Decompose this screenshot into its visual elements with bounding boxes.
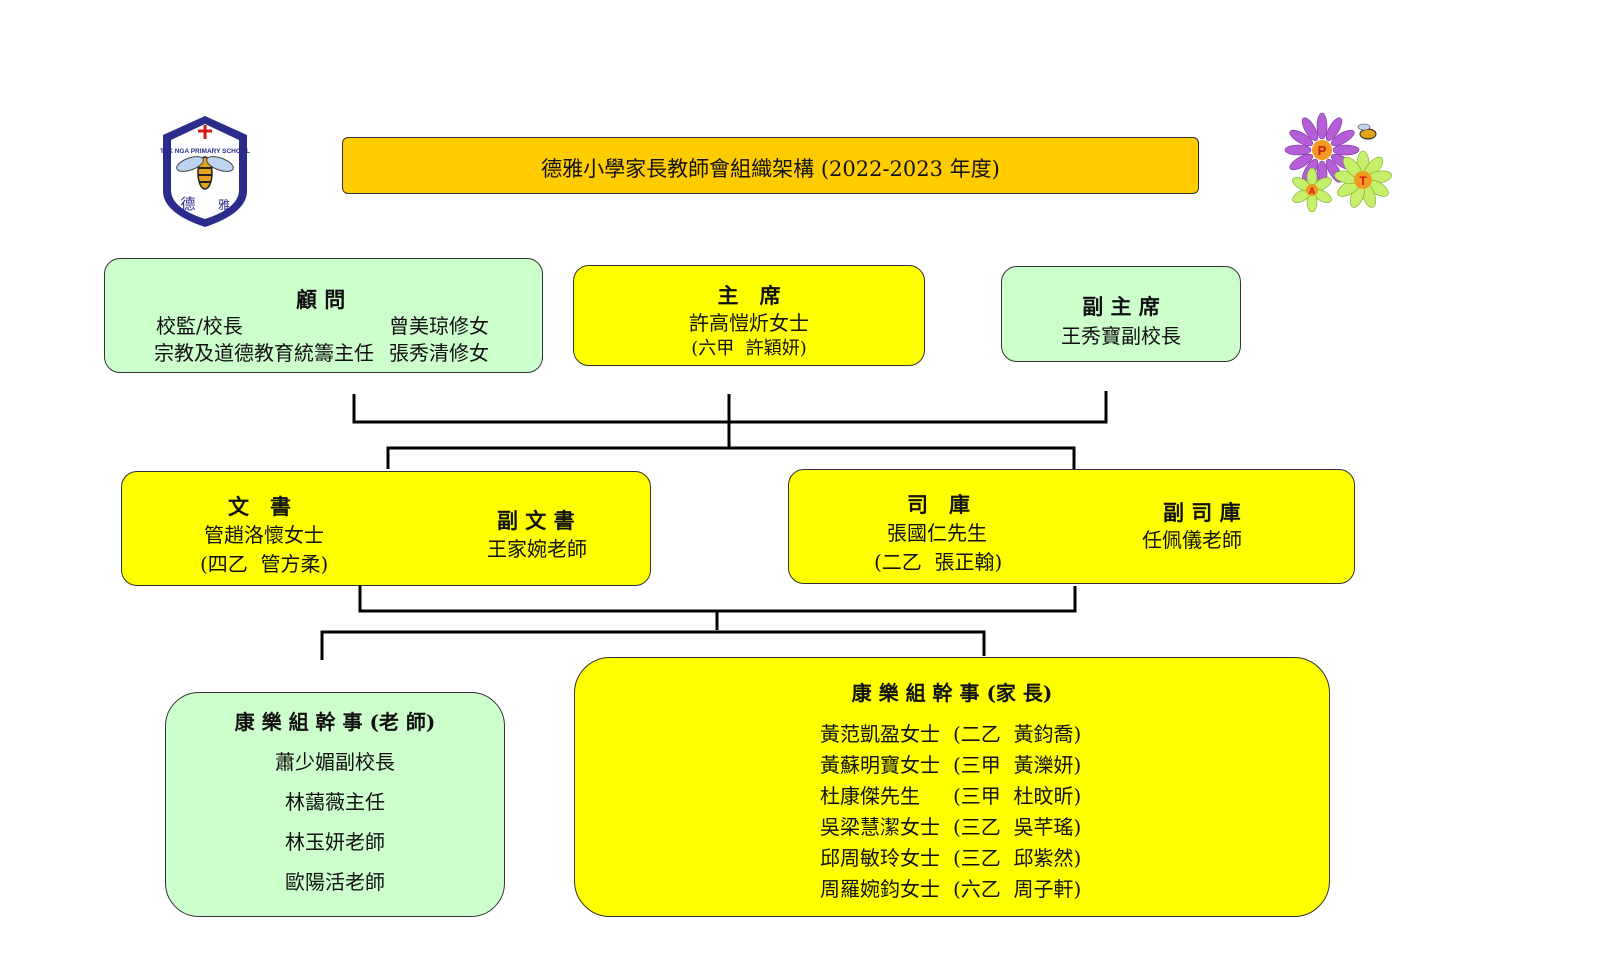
- logo-letter-t: T: [1359, 174, 1367, 188]
- logo-letter-p: P: [1318, 143, 1327, 158]
- parent-4-name: 吳梁慧潔女士: [820, 815, 940, 839]
- advisor-row2-name: 張秀清修女: [389, 341, 489, 365]
- chair-name: 許高愷炘女士: [689, 311, 809, 335]
- recreation-teacher-4: 歐陽活老師: [285, 870, 385, 894]
- recreation-teachers-heading: 康 樂 組 幹 事 (老 師): [234, 710, 436, 734]
- advisor-row1-name: 曾美琼修女: [389, 314, 489, 338]
- parent-5-name: 邱周敏玲女士: [820, 846, 940, 870]
- advisor-heading: 顧 問: [296, 287, 346, 312]
- parent-4-child: (三乙 吳芊瑤): [953, 815, 1082, 839]
- vice-chair-heading: 副 主 席: [1082, 294, 1160, 319]
- parent-6-child: (六乙 周子軒): [953, 877, 1082, 901]
- treasurer-box: [788, 469, 1355, 584]
- recreation-teachers-box: [165, 692, 505, 917]
- advisor-row2-role: 宗教及道德教育統籌主任: [154, 341, 374, 365]
- chair-child: (六甲 許穎妍): [691, 338, 807, 359]
- chair-box: [573, 265, 925, 366]
- recreation-teacher-3: 林玉妍老師: [285, 830, 385, 854]
- secretary-heading: 文 書: [228, 494, 291, 519]
- vice-treasurer-name: 任佩儀老師: [1142, 528, 1242, 552]
- treasurer-name: 張國仁先生: [887, 521, 987, 545]
- parent-2-name: 黃蘇明寶女士: [820, 753, 940, 777]
- parent-1-name: 黃范凱盈女士: [820, 722, 940, 746]
- secretary-box: [121, 471, 651, 586]
- school-logo-icon: TAK NGA PRIMARY SCHOOL 德 雅: [160, 116, 250, 227]
- recreation-parents-box: [574, 657, 1330, 917]
- vice-chair-box: [1001, 266, 1241, 362]
- parent-3-name: 杜康傑先生: [820, 784, 920, 808]
- parent-3-child: (三甲 杜旼昕): [953, 784, 1082, 808]
- recreation-teacher-1: 蕭少媚副校長: [275, 750, 395, 774]
- recreation-parents-heading: 康 樂 組 幹 事 (家 長): [851, 681, 1053, 705]
- vice-chair-name: 王秀寶副校長: [1061, 324, 1181, 348]
- vice-secretary-heading: 副 文 書: [497, 508, 575, 533]
- pta-flower-logo-icon: P T A: [1284, 112, 1392, 213]
- chair-heading: 主 席: [717, 283, 781, 308]
- advisor-box: [104, 258, 543, 373]
- treasurer-child: (二乙 張正翰): [874, 550, 1003, 574]
- vice-treasurer-heading: 副 司 庫: [1163, 500, 1241, 525]
- recreation-teacher-2: 林藹薇主任: [285, 790, 385, 814]
- parent-1-child: (二乙 黃鈞喬): [953, 722, 1082, 746]
- advisor-row1-role: 校監/校長: [156, 314, 243, 338]
- svg-text:TAK NGA PRIMARY SCHOOL: TAK NGA PRIMARY SCHOOL: [160, 148, 250, 155]
- parent-2-child: (三甲 黃濼妍): [953, 753, 1082, 777]
- vice-secretary-name: 王家婉老師: [487, 537, 587, 561]
- logo-char-1: 德: [180, 195, 195, 213]
- logo-letter-a: A: [1309, 186, 1316, 196]
- secretary-name: 管趙洛懷女士: [204, 523, 324, 547]
- parent-5-child: (三乙 邱紫然): [953, 846, 1082, 870]
- secretary-child: (四乙 管方柔): [200, 552, 329, 576]
- treasurer-heading: 司 庫: [907, 492, 970, 517]
- parent-6-name: 周羅婉鈞女士: [820, 877, 940, 901]
- chart-title: 德雅小學家長教師會組織架構 (2022-2023 年度): [342, 137, 1199, 194]
- logo-char-2: 雅: [218, 197, 230, 212]
